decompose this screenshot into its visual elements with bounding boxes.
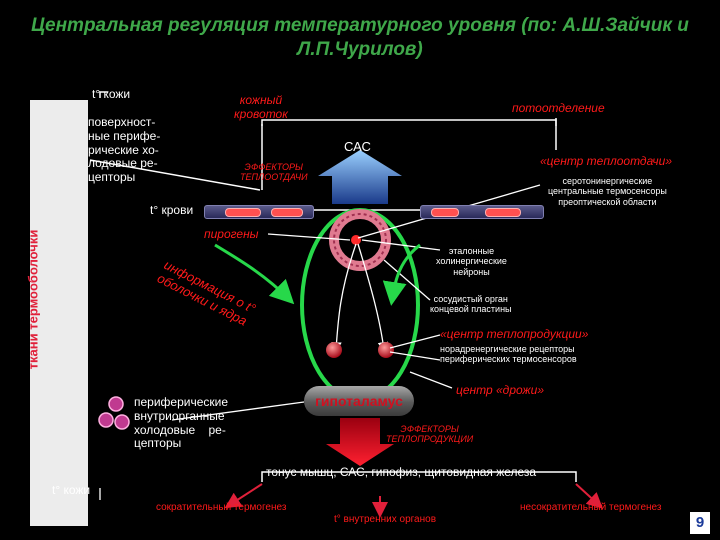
skin-vessel-label: кожный кровоток — [234, 93, 288, 121]
neuron-line-upper2 — [361, 239, 441, 251]
heat-prod-center: «центр теплопродукции» — [440, 327, 589, 341]
contractile-arrow — [224, 483, 263, 509]
heat-prod-center-desc: норадренергические рецепторы периферичес… — [440, 344, 577, 365]
pyrogens-label: пирогены — [204, 227, 259, 241]
effectors-heat-prod: ЭФФЕКТОРЫ ТЕПЛОПРОДУКЦИИ — [386, 424, 474, 445]
sas-label: САС — [344, 139, 371, 154]
heat-loss-center: «центр теплоотдачи» — [540, 154, 672, 168]
reference-neurons-label: эталонные холинергические нейроны — [436, 246, 507, 277]
skin-temp-bottom: t° кожи — [52, 483, 91, 497]
noncontractile-arrow — [575, 483, 603, 509]
contractile-label: сократительный термогенез — [156, 502, 287, 513]
cold-receptors-label: поверхност- ные перифе- рические хо- лод… — [88, 115, 161, 185]
internal-cold-receptors — [98, 396, 130, 430]
internal-temp-label: t° внутренних органов — [334, 514, 437, 525]
info-arc-1 — [214, 243, 295, 305]
heat-prod-arrow — [326, 418, 394, 466]
cold-receptor-ball-right — [378, 342, 394, 358]
shiver-center: центр «дрожи» — [456, 383, 545, 397]
receptor-line-1 — [89, 159, 261, 191]
sweating-label: потоотделение — [512, 101, 605, 115]
heat-loss-arrow — [318, 150, 402, 204]
tone-bar — [261, 471, 577, 482]
muscle-tone-label: тонус мышц, САС, гипофиз, щитовидная жел… — [266, 465, 537, 479]
noncontractile-label: несократительный термогенез — [520, 502, 662, 513]
blood-temp-label: t° крови — [150, 203, 194, 217]
shell-tissue-strip — [30, 100, 88, 526]
neuron-line-left — [331, 243, 357, 353]
page-number: 9 — [690, 512, 710, 534]
neuron-line-right — [357, 243, 389, 353]
heat-loss-center-desc: серотонинергические центральные термосен… — [548, 176, 667, 207]
sas-bar — [261, 119, 557, 126]
effectors-heat-loss: ЭФФЕКТОРЫ ТЕПЛООТДАЧИ — [240, 162, 308, 183]
blood-vessel-right — [420, 205, 544, 219]
hypothalamus-box: гипоталамус — [304, 386, 414, 416]
pyrogen-line — [267, 233, 351, 241]
hypothalamus-label: гипоталамус — [315, 393, 403, 409]
internal-receptors-label: периферические внутриорганные холодовые … — [134, 395, 229, 451]
blood-vessel-left — [204, 205, 314, 219]
page-title: Центральная регуляция температурного уро… — [31, 15, 689, 60]
tissue-label: ткани термооболочки — [25, 229, 41, 370]
vascular-line — [383, 259, 431, 301]
top-feedback-line — [99, 91, 108, 98]
cold-receptor-ball-left — [326, 342, 342, 358]
reference-neuron-star — [351, 235, 361, 245]
info-arc-2 — [382, 243, 421, 306]
skin-temp-top: t° кожи — [92, 87, 131, 101]
vascular-organ-label: сосудистый орган концевой пластины — [430, 294, 512, 315]
